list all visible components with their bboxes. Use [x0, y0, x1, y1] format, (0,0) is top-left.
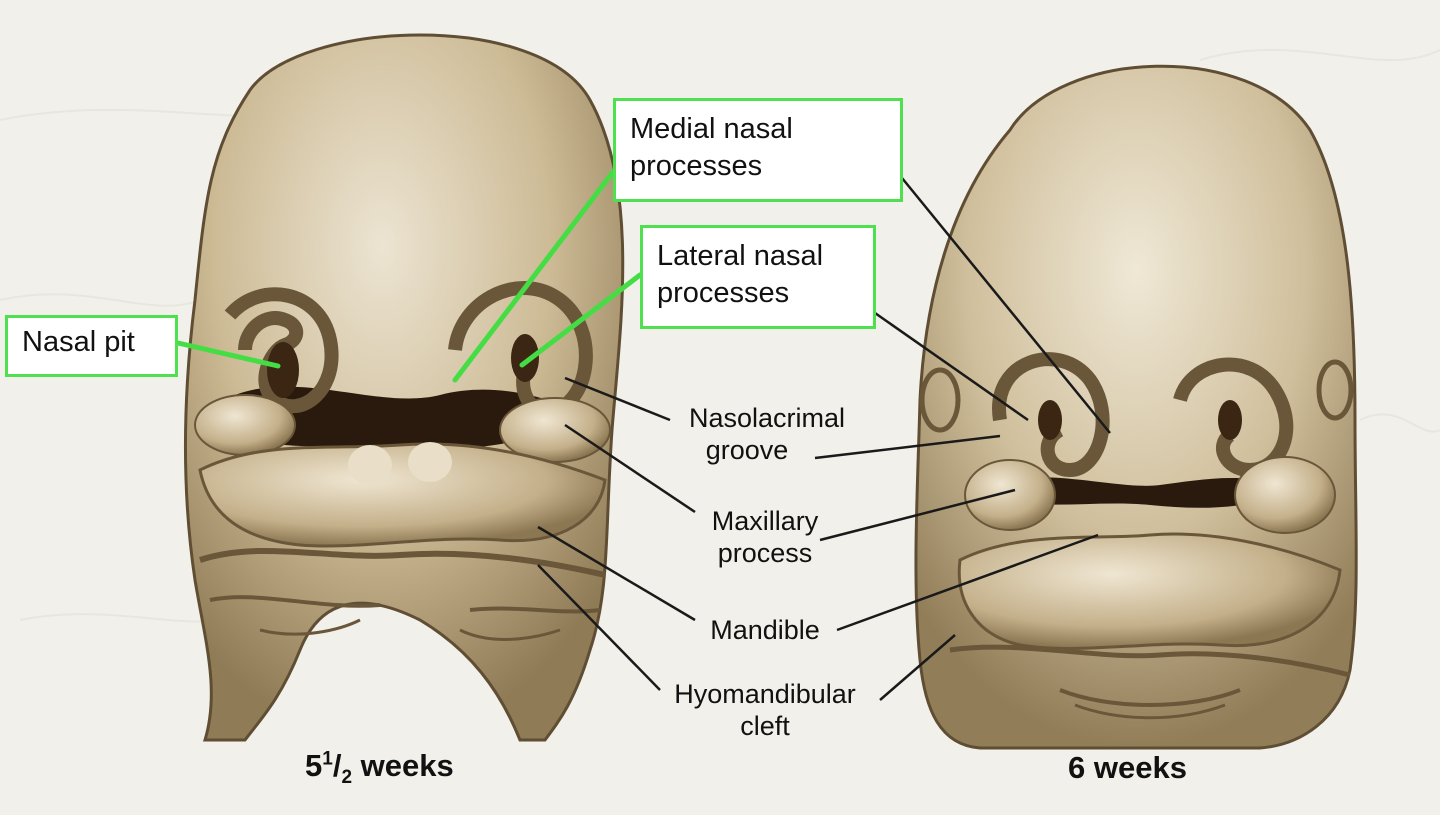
caption-left-number: 5: [305, 748, 323, 783]
caption-left-fraction-bottom: 2: [341, 767, 353, 789]
caption-left-fraction-slash: /: [332, 748, 342, 783]
label-mandible-text: Mandible: [710, 615, 820, 645]
label-maxillary-process: Maxillary process: [695, 505, 835, 569]
caption-5-5-weeks: 51/2 weeks: [305, 748, 454, 789]
label-maxillary-line2: process: [717, 538, 813, 568]
caption-6-weeks: 6 weeks: [1068, 750, 1187, 786]
black-leader-lines: [537, 177, 1111, 701]
label-hyomandibular-line2: cleft: [740, 711, 790, 741]
label-mandible: Mandible: [700, 614, 830, 646]
label-medial-line2: processes: [630, 150, 763, 182]
caption-left-fraction-top: 1: [322, 748, 333, 770]
embryo-6-weeks: [914, 64, 1358, 750]
label-lateral-nasal-processes: Lateral nasal processes: [640, 225, 876, 329]
label-hyomandibular-line1: Hyomandibular: [674, 679, 856, 709]
caption-right-text: 6 weeks: [1068, 750, 1187, 785]
embryo-5-5-weeks: [184, 33, 625, 742]
label-maxillary-line1: Maxillary: [711, 506, 819, 536]
caption-left-unit: weeks: [352, 748, 454, 783]
label-medial-nasal-processes: Medial nasal processes: [613, 98, 903, 202]
green-leader-lines: [175, 169, 643, 383]
label-nasolacrimal-line2: groove: [705, 435, 789, 465]
label-hyomandibular-cleft: Hyomandibular cleft: [655, 678, 875, 742]
label-medial-line1: Medial nasal: [630, 113, 793, 145]
label-lateral-line1: Lateral nasal: [657, 240, 824, 272]
label-lateral-line2: processes: [657, 277, 790, 309]
label-nasal-pit: Nasal pit: [5, 315, 178, 377]
label-nasolacrimal-groove: Nasolacrimal groove: [672, 402, 862, 466]
label-nasolacrimal-line1: Nasolacrimal: [688, 403, 846, 433]
label-nasal-pit-text: Nasal pit: [22, 326, 135, 358]
